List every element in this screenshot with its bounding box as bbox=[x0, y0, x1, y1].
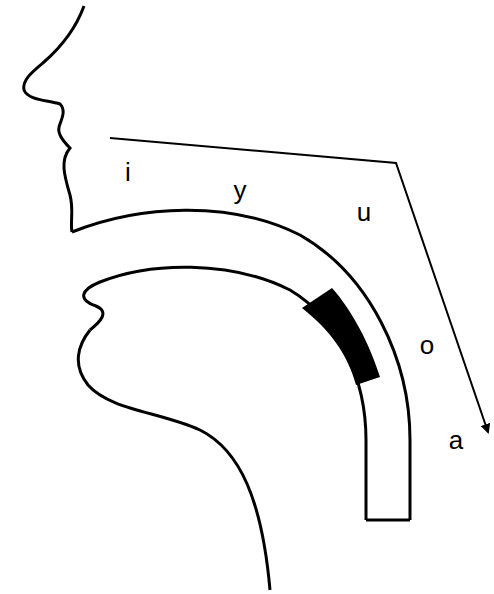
constriction-block bbox=[302, 288, 380, 385]
vowel-label: i bbox=[125, 159, 131, 185]
tract-end bbox=[366, 519, 410, 522]
vowel-label: a bbox=[449, 427, 463, 453]
vowel-label: y bbox=[234, 177, 247, 203]
direction-arrow bbox=[110, 138, 488, 432]
face-profile bbox=[24, 6, 84, 232]
vowel-label: o bbox=[420, 332, 434, 358]
vowel-label: u bbox=[357, 199, 371, 225]
chin-neck bbox=[78, 330, 270, 590]
